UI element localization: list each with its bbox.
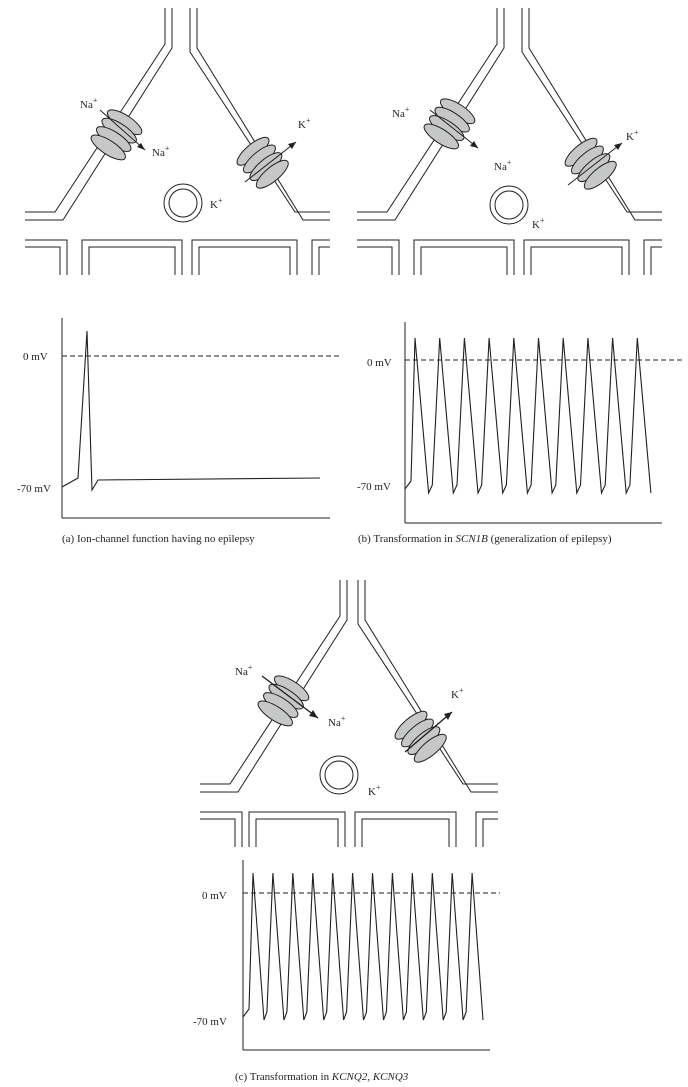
- neuron-diagram-c: [200, 580, 498, 847]
- na-outside-label: Na+: [80, 96, 98, 111]
- vesicle-inner: [168, 188, 198, 218]
- na-inside-label: Na+: [494, 158, 512, 173]
- compartment-left: [81, 239, 183, 275]
- membrane-potential-plot-c: 0 mV -70 mV: [193, 860, 500, 1051]
- sodium-channel-icon: [90, 109, 143, 161]
- k-outside-label: K+: [451, 686, 464, 701]
- sodium-channel-icon: [423, 98, 476, 150]
- k-inside-label: K+: [210, 196, 223, 211]
- sodium-channel-icon: [257, 675, 310, 727]
- membrane-potential-plot-b: 0 mV -70 mV: [357, 322, 682, 524]
- na-arrow-icon: [261, 675, 319, 719]
- left-membrane-outer: [25, 8, 166, 213]
- zero-mv-label: 0 mV: [202, 890, 227, 902]
- rest-mv-label: -70 mV: [357, 481, 391, 493]
- left-membrane-inner: [25, 8, 173, 221]
- neuron-diagram-b: [357, 8, 662, 275]
- k-arrow-icon: [404, 711, 453, 753]
- na-inside-label: Na+: [152, 144, 170, 159]
- na-arrow-icon: [99, 109, 146, 151]
- na-inside-label: Na+: [328, 714, 346, 729]
- na-outside-label: Na+: [392, 105, 410, 120]
- k-inside-label: K+: [368, 783, 381, 798]
- k-arrow-icon: [244, 141, 297, 183]
- spike-train-trace: [242, 872, 484, 1021]
- vesicle-outer: [163, 183, 203, 223]
- right-membrane-outer: [189, 8, 330, 213]
- caption-c: (c) Transformation in KCNQ2, KCNQ3: [235, 1071, 409, 1083]
- zero-mv-label: 0 mV: [367, 357, 392, 369]
- right-membrane-inner: [196, 8, 330, 221]
- spike-train-trace: [404, 337, 652, 496]
- panel-b: Na+ Na+ K+ K+ 0 mV -70 mV (b) Transforma…: [357, 8, 682, 545]
- rest-mv-label: -70 mV: [17, 483, 51, 495]
- rest-mv-label: -70 mV: [193, 1016, 227, 1028]
- potassium-channel-icon: [236, 136, 289, 189]
- panel-c: Na+ Na+ K+ K+ 0 mV -70 mV (c) Transforma…: [193, 580, 500, 1083]
- compartment-right-inner: [198, 246, 291, 275]
- bottom-wall-left-inner: [25, 246, 61, 275]
- k-arrow-icon: [567, 142, 623, 186]
- bottom-wall-right-inner: [318, 246, 330, 275]
- caption-a: (a) Ion-channel function having no epile…: [62, 533, 255, 545]
- membrane-potential-plot-a: 0 mV -70 mV: [17, 318, 340, 519]
- panel-a: Na+ Na+ K+ K+ 0 mV -70 mV (a) Ion-channe…: [17, 8, 340, 545]
- na-outside-label: Na+: [235, 663, 253, 678]
- potassium-channel-icon: [394, 710, 447, 763]
- compartment-right: [191, 239, 298, 275]
- neuron-diagram-a: [25, 8, 330, 275]
- bottom-wall-right: [311, 239, 330, 275]
- k-inside-label: K+: [532, 216, 545, 231]
- bottom-wall-left: [25, 239, 68, 275]
- compartment-left-inner: [88, 246, 176, 275]
- k-outside-label: K+: [626, 128, 639, 143]
- k-outside-label: K+: [298, 116, 311, 131]
- zero-mv-label: 0 mV: [23, 351, 48, 363]
- na-arrow-icon: [429, 109, 479, 149]
- potassium-channel-icon: [564, 137, 617, 190]
- action-potential-trace: [61, 330, 321, 492]
- caption-b: (b) Transformation in SCN1B (generalizat…: [358, 533, 612, 545]
